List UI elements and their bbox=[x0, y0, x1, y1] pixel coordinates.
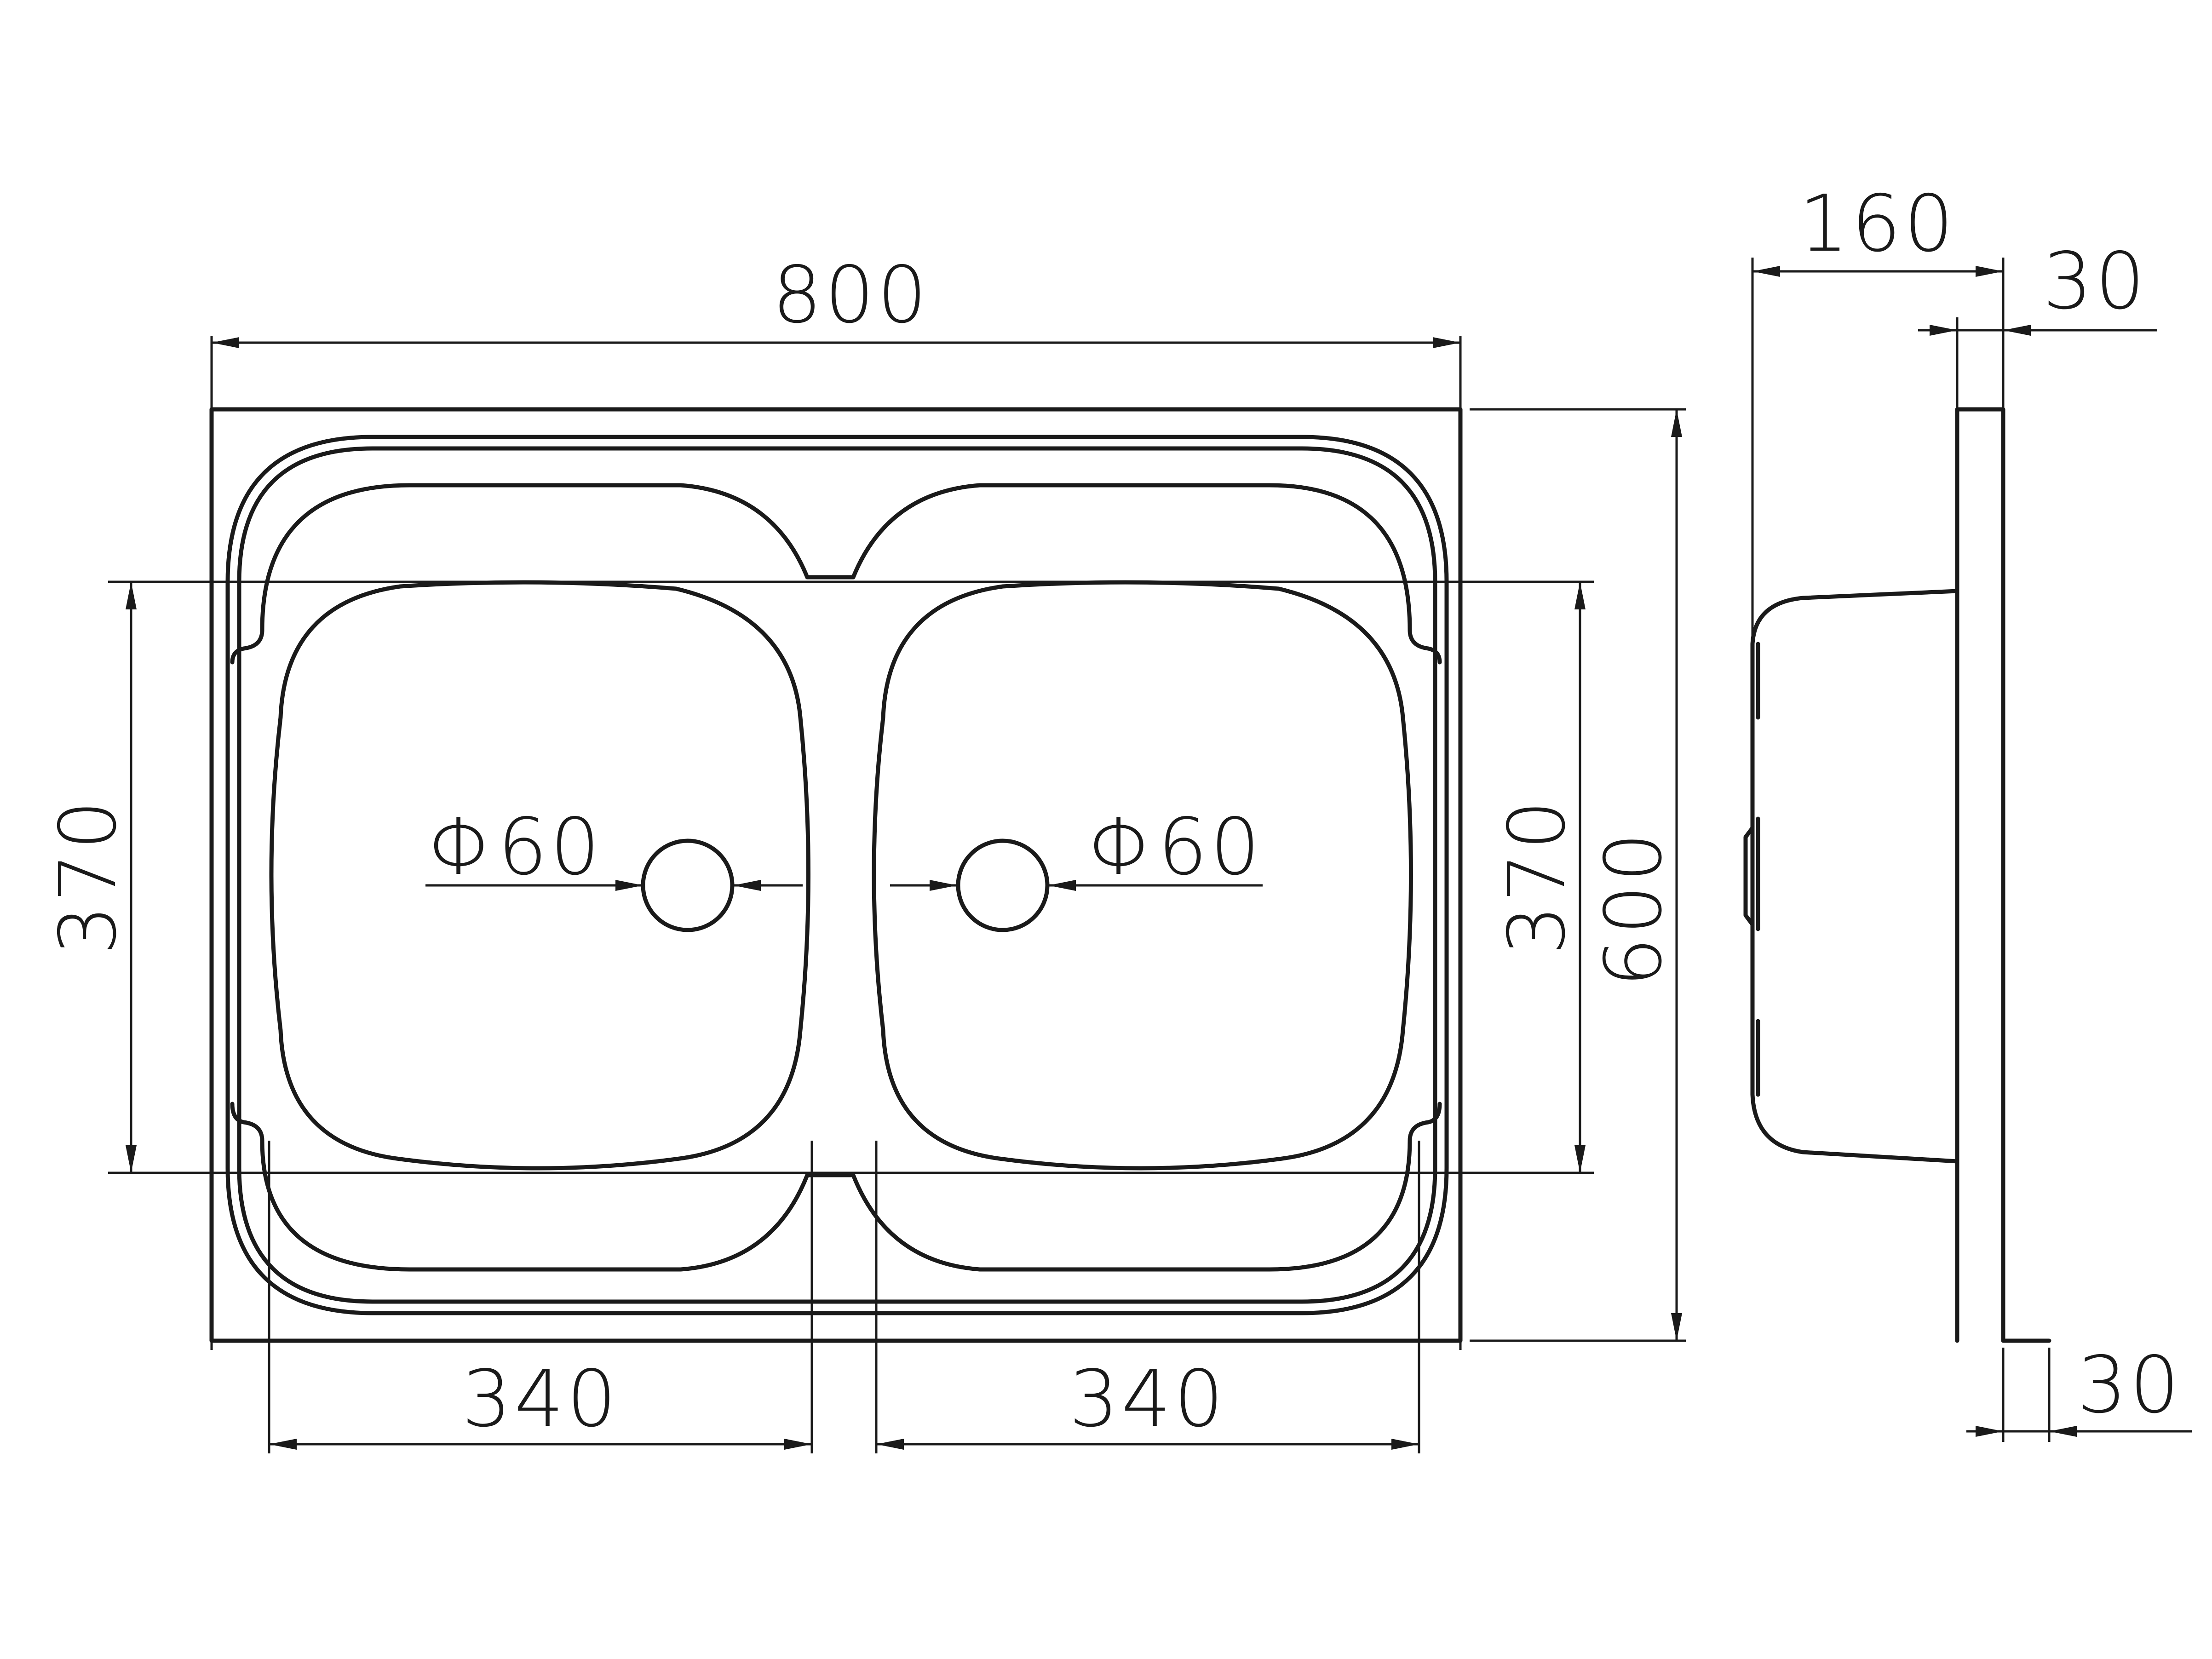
dim-left-bowl-depth: 370 bbox=[43, 582, 137, 1173]
dim-600-label: 600 bbox=[1588, 830, 1679, 987]
bottom-bowl-ledge bbox=[260, 1138, 1412, 1272]
notch-tr bbox=[1408, 628, 1442, 665]
left-bowl bbox=[269, 580, 810, 1171]
dim-side-depth: 160 bbox=[1752, 178, 2003, 277]
dim-right-bowl-width: 340 bbox=[876, 1354, 1419, 1450]
dim-right-drain: Φ60 bbox=[890, 802, 1263, 893]
dim-right-bowl-depth: 370 bbox=[1492, 582, 1586, 1173]
dim-370-right-label: 370 bbox=[1492, 798, 1583, 955]
left-drain bbox=[641, 838, 735, 932]
dim-side-rim-bottom: 30 bbox=[1966, 1340, 2192, 1437]
dim-overall-width: 800 bbox=[212, 250, 1460, 348]
dim-370-left-label: 370 bbox=[43, 798, 134, 955]
right-drain bbox=[956, 838, 1050, 932]
left-bowl-ledge bbox=[260, 483, 1412, 632]
notch-tl bbox=[230, 628, 264, 665]
dim-160-label: 160 bbox=[1799, 178, 1956, 270]
right-bowl bbox=[872, 580, 1413, 1171]
dim-800-label: 800 bbox=[772, 250, 930, 341]
dim-340-left-label: 340 bbox=[462, 1354, 619, 1445]
dim-left-bowl-width: 340 bbox=[269, 1354, 812, 1450]
top-view bbox=[108, 336, 1686, 1453]
notch-br bbox=[1408, 1102, 1442, 1143]
side-rim bbox=[1955, 407, 2051, 1343]
dim-30-top-label: 30 bbox=[2043, 236, 2148, 327]
sink-outer-rim bbox=[209, 407, 1463, 1343]
notch-bl bbox=[230, 1102, 264, 1143]
dim-left-drain: Φ60 bbox=[425, 802, 803, 893]
sink-rim-contour-inner bbox=[237, 446, 1437, 1304]
side-view bbox=[1743, 258, 2051, 1442]
dim-side-rim-top: 30 bbox=[1918, 236, 2157, 336]
dim-overall-depth: 600 bbox=[1588, 409, 1682, 1341]
side-basin bbox=[1750, 589, 1959, 1164]
dim-340-right-label: 340 bbox=[1069, 1354, 1226, 1445]
dim-drain-left-label: Φ60 bbox=[428, 802, 603, 893]
dim-30-bottom-label: 30 bbox=[2077, 1340, 2182, 1431]
sink-rim-contour bbox=[225, 435, 1449, 1315]
dim-drain-right-label: Φ60 bbox=[1088, 802, 1263, 893]
